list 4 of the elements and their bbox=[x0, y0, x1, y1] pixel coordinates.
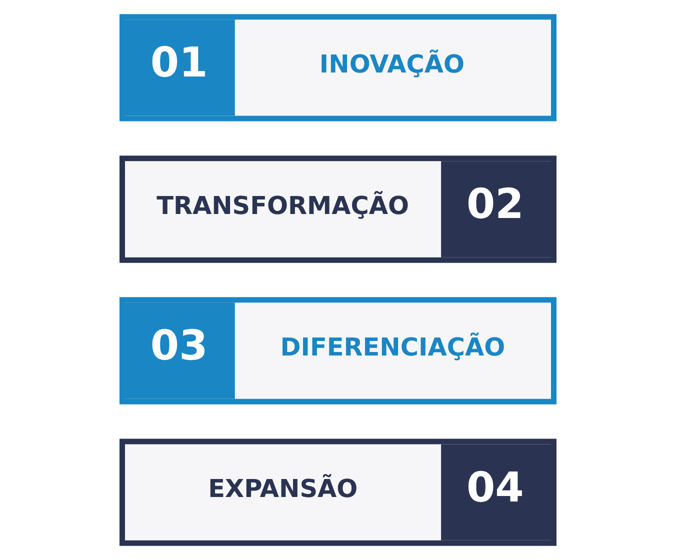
node-box: TRANSFORMAÇÃO 02 bbox=[119, 156, 556, 263]
node-box: EXPANSÃO 04 bbox=[119, 438, 556, 546]
node-box: 03 DIFERENCIAÇÃO bbox=[119, 297, 556, 404]
node-box: 01 INOVAÇÃO bbox=[119, 14, 556, 122]
